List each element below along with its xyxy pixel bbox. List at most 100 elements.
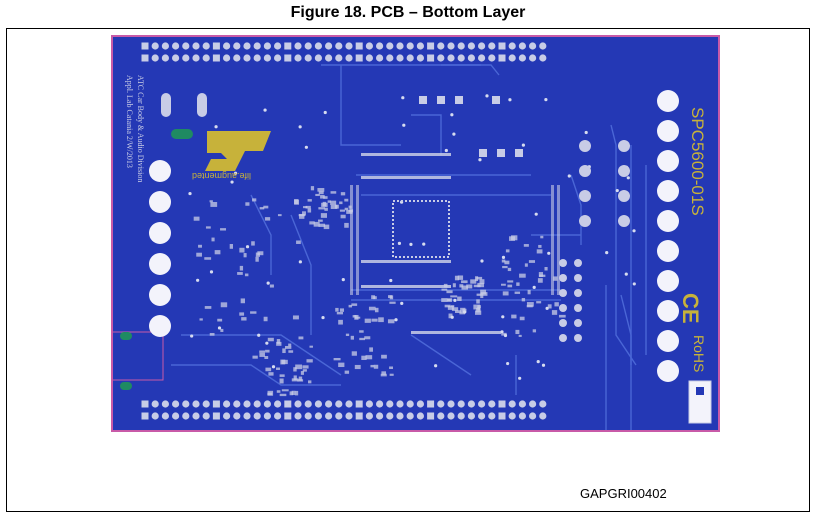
smd-pad — [245, 202, 250, 206]
smd-pad — [310, 186, 315, 191]
via — [422, 242, 426, 246]
connector-pad — [657, 90, 679, 112]
grid-pad — [559, 274, 567, 282]
smd-pad — [447, 305, 454, 310]
pin-pad — [488, 412, 496, 420]
smd-pad — [514, 291, 521, 294]
via — [271, 365, 276, 369]
pin-pad — [467, 400, 475, 408]
pin-pad — [416, 412, 424, 420]
pin-pad — [427, 400, 435, 408]
smd-pad — [293, 375, 297, 381]
smd-pad — [452, 283, 456, 288]
smd-pad — [263, 205, 269, 209]
smd-pad — [267, 337, 274, 342]
pin-pad — [161, 42, 169, 50]
smd-pad — [265, 367, 272, 372]
smd-pad — [558, 314, 566, 318]
logo-sub-text: life.augmented — [192, 171, 251, 181]
smd-pad — [381, 371, 387, 375]
smd-pad — [291, 378, 299, 382]
pin-pad — [182, 412, 190, 420]
pin-pad — [233, 412, 241, 420]
smd-pad — [340, 214, 346, 219]
smd-pad — [243, 253, 247, 258]
pin-pad — [233, 400, 241, 408]
pin-pad — [253, 42, 261, 50]
oblong-pad — [171, 129, 193, 139]
via — [263, 108, 267, 112]
pin-pad — [416, 54, 424, 62]
test-pad — [579, 190, 591, 202]
connector-pad — [657, 210, 679, 232]
pin-pad — [172, 54, 180, 62]
pin-pad — [233, 42, 241, 50]
connector-pad — [149, 191, 171, 213]
pin-pad — [202, 42, 210, 50]
smd-pad — [511, 314, 517, 319]
smd-pad — [504, 260, 510, 265]
smd-pad — [361, 355, 367, 360]
pin-pad — [284, 54, 292, 62]
smd-pad — [344, 222, 349, 228]
smd-pad — [345, 333, 350, 337]
silk-part-number: SPC5600-01S — [688, 107, 707, 216]
pin-pad — [518, 42, 526, 50]
smd-pad — [374, 307, 379, 313]
via — [214, 125, 218, 129]
pin-pad — [437, 412, 445, 420]
via — [323, 110, 327, 115]
connector-pad — [657, 330, 679, 352]
smd-pad — [307, 199, 312, 202]
smd-pad — [288, 343, 292, 347]
smd-pad — [204, 306, 212, 309]
pin-pad — [325, 412, 333, 420]
smd-pad — [295, 390, 299, 396]
via — [245, 245, 250, 249]
pin-pad — [386, 412, 394, 420]
connector-pad — [657, 270, 679, 292]
via — [434, 364, 438, 368]
smd-pad — [315, 193, 320, 197]
smd-pad — [365, 355, 373, 360]
smd-pad — [318, 191, 324, 195]
pin-pad — [488, 400, 496, 408]
via — [266, 281, 270, 285]
smd-pad — [264, 217, 271, 221]
via — [541, 363, 546, 367]
pin-pad — [182, 42, 190, 50]
pin-pad — [355, 42, 363, 50]
pin-pad — [355, 400, 363, 408]
smd-pad — [333, 357, 341, 361]
pin-pad — [478, 412, 486, 420]
smd-pad — [317, 188, 325, 192]
pin-pad — [345, 412, 353, 420]
pin-pad — [416, 42, 424, 50]
connector-pad — [657, 240, 679, 262]
smd-pad — [441, 288, 448, 291]
connector-pad — [657, 360, 679, 382]
via — [217, 326, 222, 330]
smd-pad — [268, 372, 274, 376]
connector-pad — [657, 120, 679, 142]
smd-pad — [288, 350, 294, 353]
via — [450, 113, 454, 117]
smd-pad — [502, 291, 509, 296]
smd-pad — [457, 296, 462, 302]
pin-pad — [212, 42, 220, 50]
pin-pad — [529, 42, 537, 50]
pin-pad — [498, 412, 506, 420]
smd-pad — [302, 211, 306, 216]
pin-pad — [141, 42, 149, 50]
smd-pad — [459, 312, 466, 315]
connector-pad — [149, 315, 171, 337]
pin-pad — [243, 54, 251, 62]
small-pad — [515, 149, 523, 157]
smd-pad — [348, 304, 353, 308]
pin-pad — [406, 54, 414, 62]
smd-pad — [199, 318, 203, 321]
smd-pad — [309, 345, 313, 348]
via — [632, 229, 636, 233]
smd-pad — [441, 298, 448, 303]
smd-pad — [515, 329, 520, 335]
